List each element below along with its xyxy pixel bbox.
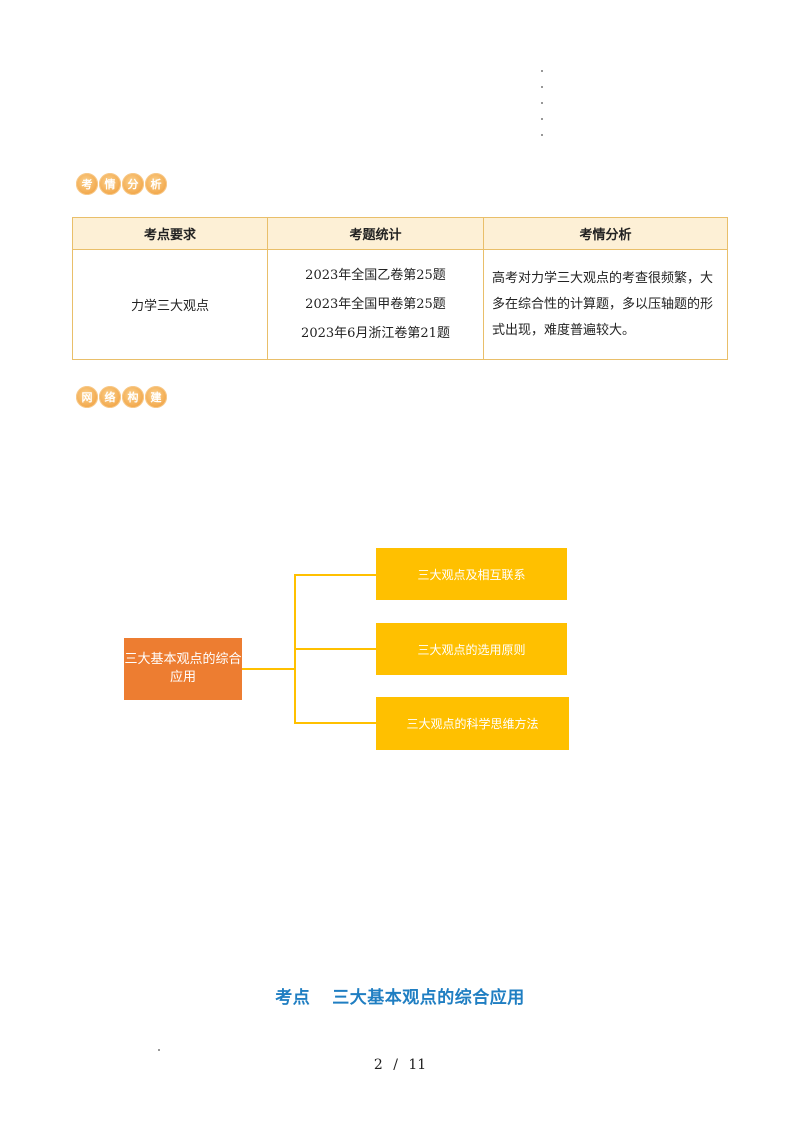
network-section-badge: 网 络 构 建 — [76, 386, 168, 408]
connector-line — [294, 648, 376, 650]
table-header-row: 考点要求 考题统计 考情分析 — [72, 217, 728, 250]
section-heading: 考点 三大基本观点的综合应用 — [0, 983, 800, 1008]
connector-line — [294, 574, 376, 576]
badge-char: 构 — [122, 386, 144, 408]
stat-line: 2023年全国乙卷第25题 — [305, 268, 446, 283]
page-number: 2 / 11 — [0, 1057, 800, 1073]
total-pages: 11 — [408, 1057, 427, 1073]
stats-cell: 2023年全国乙卷第25题 2023年全国甲卷第25题 2023年6月浙江卷第2… — [267, 249, 484, 360]
stat-line: 2023年全国甲卷第25题 — [305, 297, 446, 312]
exam-analysis-table: 考点要求 考题统计 考情分析 力学三大观点 2023年全国乙卷第25题 2023… — [72, 217, 728, 360]
mindmap-root-node: 三大基本观点的综合应用 — [124, 638, 242, 700]
current-page: 2 — [373, 1057, 383, 1073]
header-exam-analysis: 考情分析 — [483, 217, 728, 250]
badge-char: 络 — [99, 386, 121, 408]
mindmap-leaf-node: 三大观点及相互联系 — [376, 548, 567, 600]
section-prefix: 考点 — [275, 988, 311, 1008]
stat-line: 2023年6月浙江卷第21题 — [301, 326, 450, 341]
badge-char: 分 — [122, 173, 144, 195]
table-row: 力学三大观点 2023年全国乙卷第25题 2023年全国甲卷第25题 2023年… — [72, 249, 728, 360]
connector-line — [294, 722, 376, 724]
mindmap-leaf-node: 三大观点的科学思维方法 — [376, 697, 569, 750]
decorative-dots — [541, 70, 547, 150]
connector-line — [242, 668, 295, 670]
header-exam-stats: 考题统计 — [267, 217, 484, 250]
decorative-dot — [158, 1049, 160, 1051]
mindmap-leaf-node: 三大观点的选用原则 — [376, 623, 567, 675]
page-separator: / — [393, 1057, 398, 1073]
analysis-cell: 高考对力学三大观点的考查很频繁，大多在综合性的计算题，多以压轴题的形式出现，难度… — [483, 249, 728, 360]
badge-char: 建 — [145, 386, 167, 408]
badge-char: 网 — [76, 386, 98, 408]
analysis-section-badge: 考 情 分 析 — [76, 173, 168, 195]
badge-char: 情 — [99, 173, 121, 195]
badge-char: 考 — [76, 173, 98, 195]
section-title-text: 三大基本观点的综合应用 — [332, 988, 525, 1008]
badge-char: 析 — [145, 173, 167, 195]
topic-cell: 力学三大观点 — [72, 249, 268, 360]
